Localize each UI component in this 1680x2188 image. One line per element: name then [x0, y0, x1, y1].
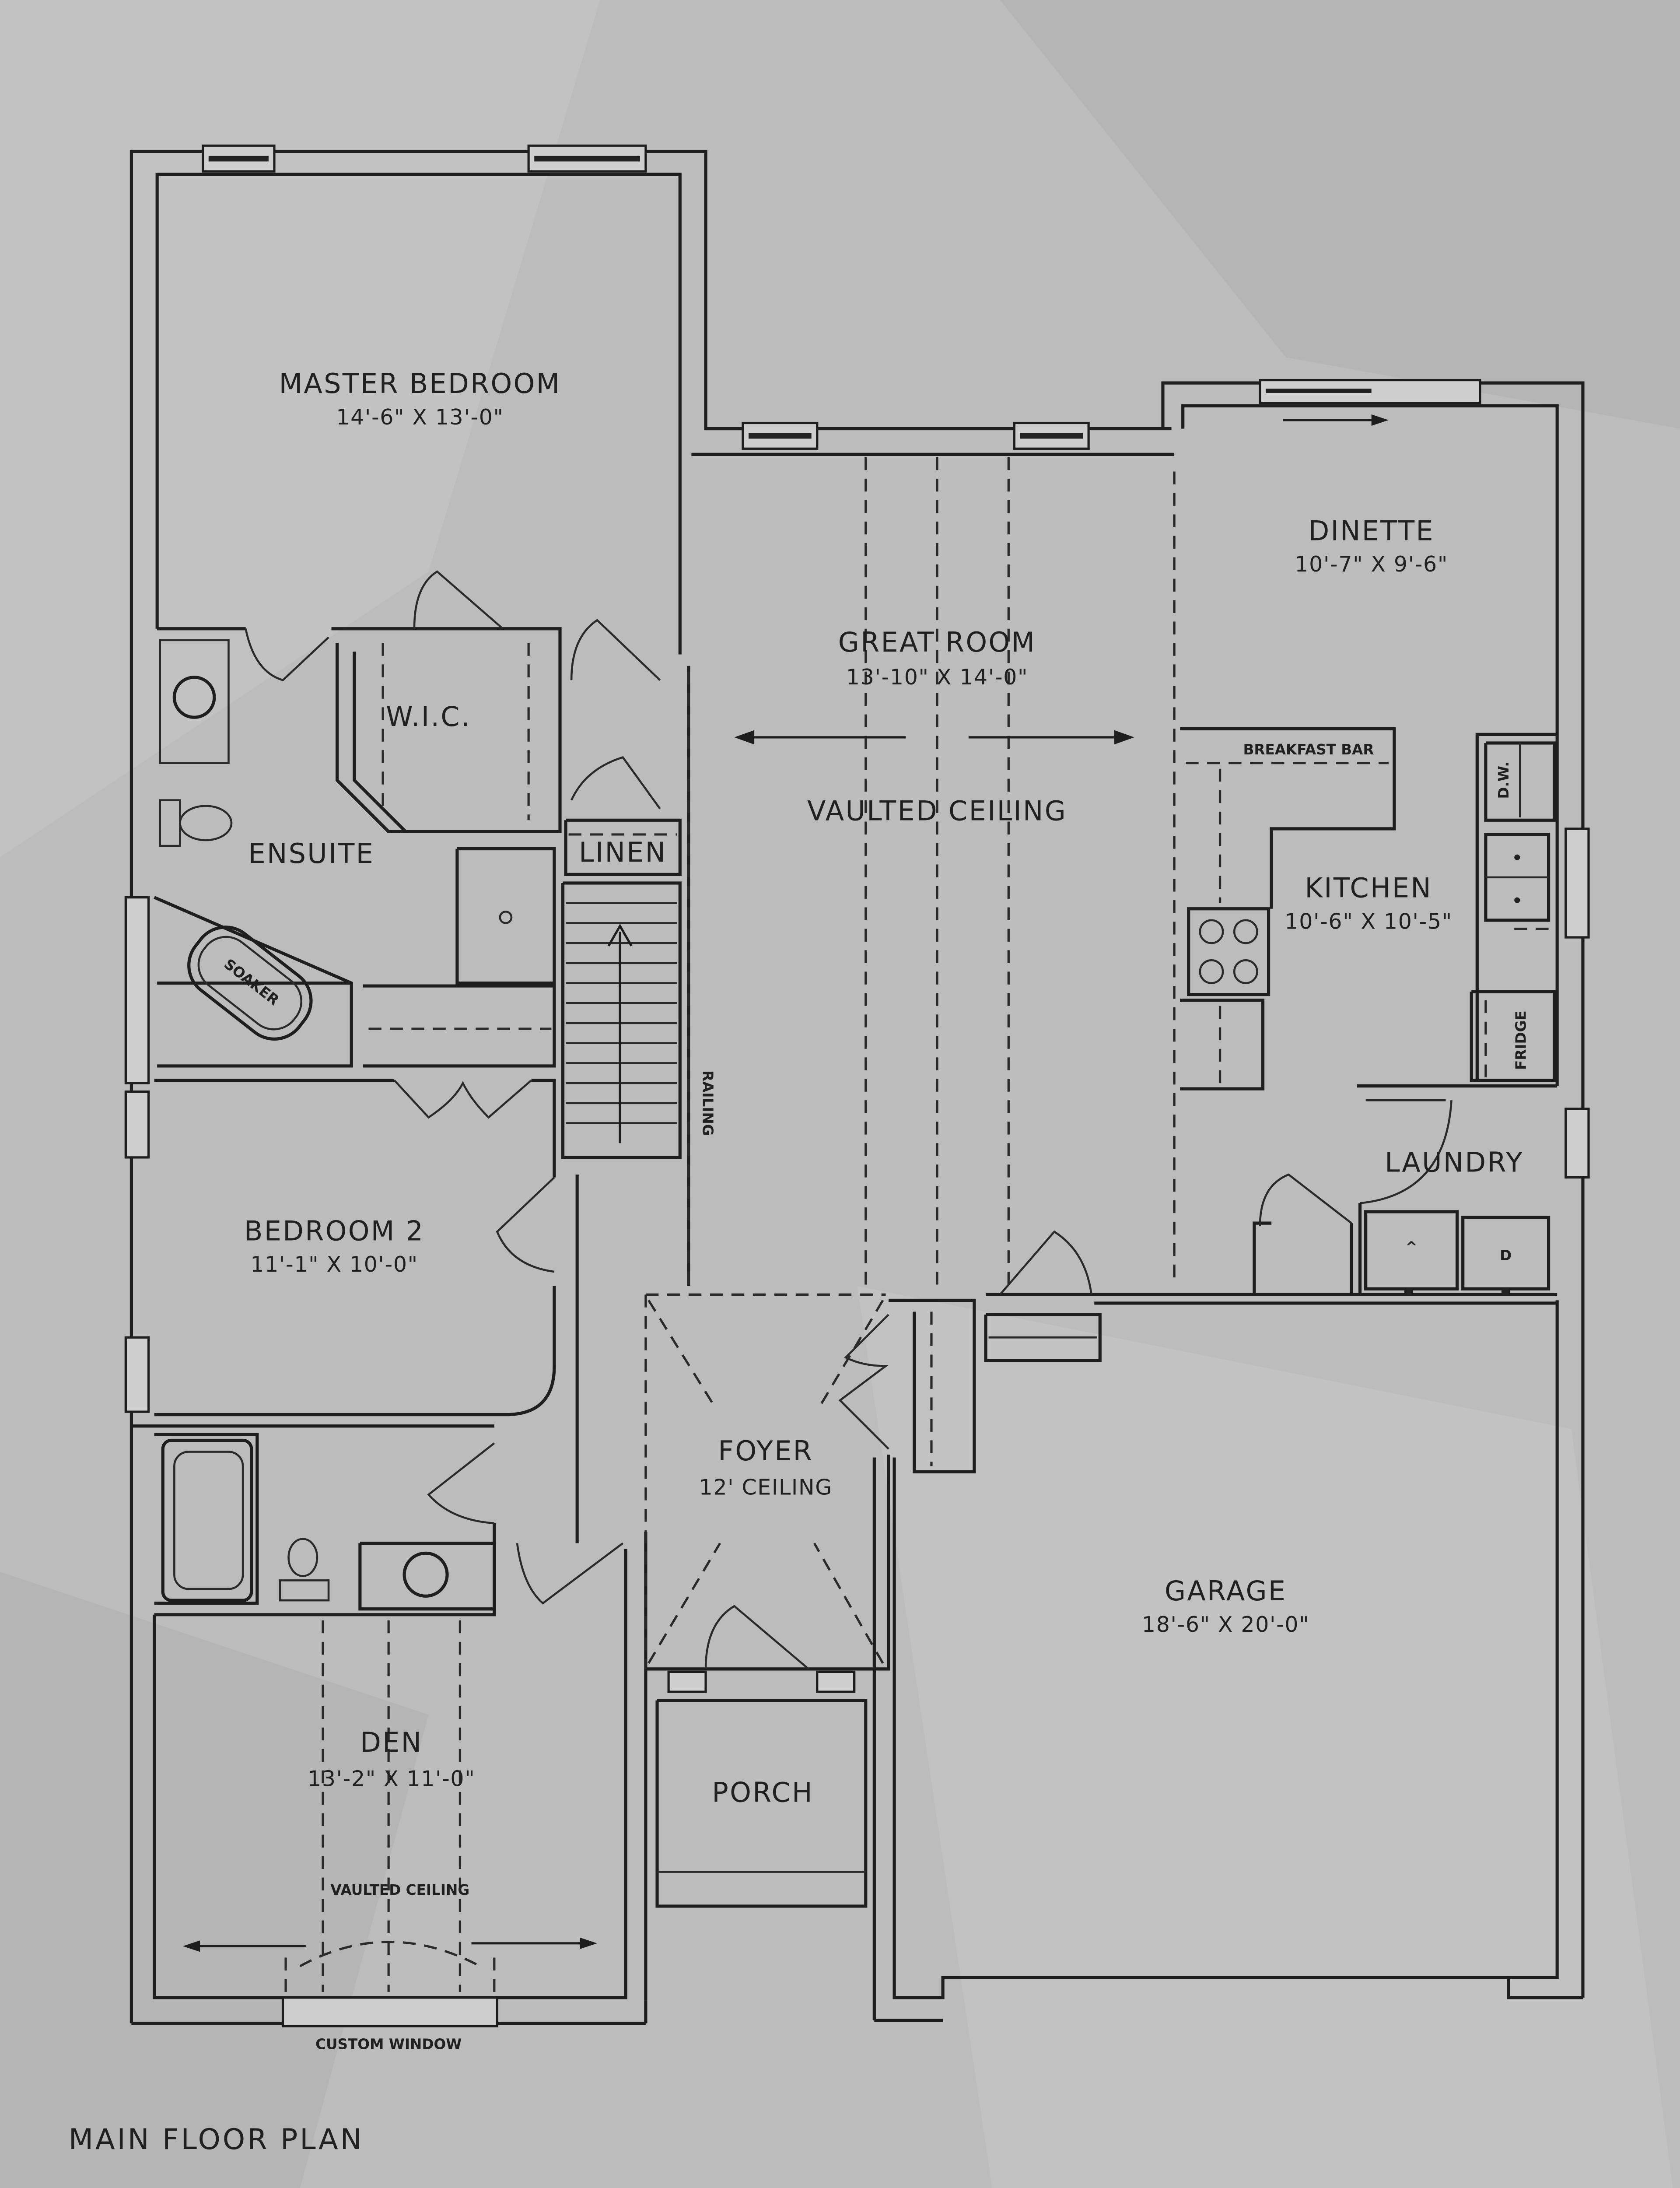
shower-drain-icon: [499, 910, 513, 924]
soaker-tub-icon: [187, 926, 313, 1041]
vaulted-ceiling-lines: [182, 414, 1389, 1998]
foyer-label: FOYER: [718, 1435, 813, 1467]
linen-label: LINEN: [579, 836, 667, 868]
dishwasher-label: D.W.: [1495, 761, 1512, 799]
dinette-dims: 10'-7" X 9'-6": [1295, 552, 1448, 577]
room-labels: MASTER BEDROOM 14'-6" X 13'-0" GREAT ROO…: [244, 368, 1524, 1898]
paper-crease-shading: [857, 1286, 1673, 2188]
door-swings: [245, 570, 1352, 1670]
fridge-label: FRIDGE: [1512, 1010, 1529, 1070]
master-bedroom-dims: 14'-6" X 13'-0": [336, 405, 504, 430]
dryer-label: D: [1500, 1247, 1512, 1264]
foyer-ceiling-note: 12' CEILING: [699, 1475, 833, 1500]
paper-crease-shading: [0, 0, 600, 858]
sink-icon: [172, 676, 216, 719]
bathtub-icon: [161, 1438, 253, 1602]
den-vaulted-note: VAULTED CEILING: [330, 1882, 469, 1898]
plan-title: MAIN FLOOR PLAN: [69, 2123, 364, 2156]
washer-label: ^: [1405, 1238, 1417, 1255]
porch-label: PORCH: [712, 1777, 814, 1809]
toilet-icon: [179, 805, 233, 842]
dinette-label: DINETTE: [1308, 515, 1434, 547]
ensuite-label: ENSUITE: [248, 838, 375, 870]
garage-label: GARAGE: [1165, 1575, 1287, 1607]
great-room-dims: 13'-10" X 14'-0": [846, 665, 1028, 690]
bedroom-2-label: BEDROOM 2: [244, 1215, 424, 1247]
wic-label: W.I.C.: [386, 701, 471, 733]
toilet-icon: [287, 1538, 318, 1577]
great-room-label: GREAT ROOM: [838, 626, 1036, 658]
paper-crease-shading: [1000, 0, 1680, 429]
laundry-label: LAUNDRY: [1385, 1147, 1524, 1178]
master-bedroom-label: MASTER BEDROOM: [279, 368, 561, 400]
kitchen-label: KITCHEN: [1305, 872, 1432, 904]
breakfast-bar-label: BREAKFAST BAR: [1243, 741, 1374, 758]
interior-walls: [131, 471, 1558, 1671]
railing-label: RAILING: [700, 1070, 716, 1136]
windows: [124, 144, 1590, 2027]
fixtures: [159, 639, 1520, 1602]
sink-icon: [402, 1551, 449, 1598]
great-room-vaulted-note: VAULTED CEILING: [807, 795, 1067, 827]
kitchen-dims: 10'-6" X 10'-5": [1284, 909, 1452, 934]
stair-treads: [566, 902, 677, 1143]
bedroom-2-dims: 11'-1" X 10'-0": [250, 1252, 418, 1277]
paper-crease-shading: [0, 1571, 429, 2188]
den-dims: 13'-2" X 11'-0": [308, 1767, 475, 1792]
den-label: DEN: [360, 1726, 423, 1758]
custom-window-label: CUSTOM WINDOW: [315, 2036, 462, 2052]
garage-dims: 18'-6" X 20'-0": [1142, 1612, 1309, 1637]
